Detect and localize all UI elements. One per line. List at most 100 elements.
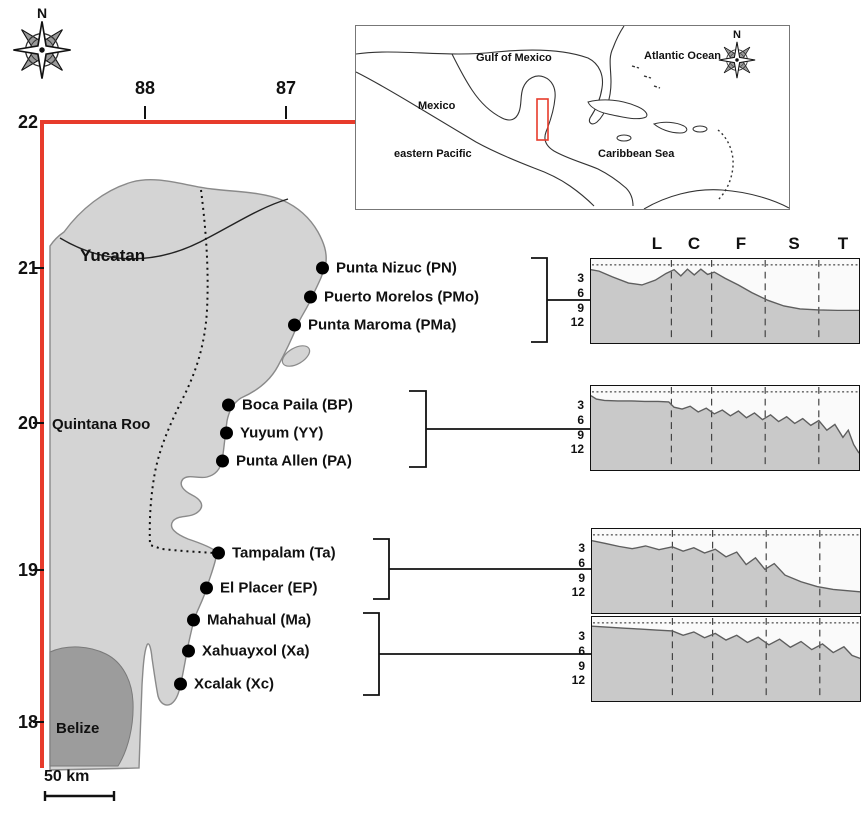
depth-tick: 9 [578,571,585,585]
depth-tick: 9 [578,659,585,673]
profile-chart [592,529,860,613]
profile-chart [591,259,859,343]
site-marker-icon [304,290,317,304]
region-label-yucatan: Yucatan [80,246,146,265]
compass-rose-icon [13,21,71,79]
red-frame-horizontal [40,120,362,124]
profile-panel-tampalam [591,528,861,614]
lon-label-88: 88 [134,78,156,98]
inset-label-caribbean: Caribbean Sea [598,148,675,160]
compass-rose-icon [718,41,756,79]
site-label: Punta Maroma (PMa) [308,316,457,334]
site-label: Tampalam (Ta) [232,544,336,562]
main-compass: N [12,6,72,85]
compass-north-label: N [36,5,48,21]
profile-panel-south [591,616,861,702]
lat-tickmark [33,422,44,424]
depth-tick: 9 [577,428,584,442]
depth-tick: 3 [578,541,585,555]
lon-label-87: 87 [275,78,297,98]
inset-label-pacific: eastern Pacific [394,148,472,160]
site-mahahual: Mahahual (Ma) [187,612,311,629]
site-marker-icon [216,454,229,468]
lat-label-18: 18 [17,712,38,732]
site-el-placer: El Placer (EP) [200,580,318,597]
state-boundary-dotted-line [148,189,216,554]
lat-tickmark [33,569,44,571]
site-xcalak: Xcalak (Xc) [174,676,274,693]
site-marker-icon [182,644,195,658]
depth-tick: 9 [577,301,584,315]
lat-tickmark [33,267,44,269]
depth-axis-ticks: 3 6 9 12 [567,528,587,614]
depth-tick: 6 [578,644,585,658]
site-marker-icon [222,398,235,412]
inset-label-atlantic: Atlantic Ocean [644,50,722,62]
region-label-quintana-roo: Quintana Roo [52,416,151,433]
inset-coastlines-graphic [355,25,790,210]
depth-tick: 6 [577,413,584,427]
belize-shape [49,646,134,767]
depth-tick: 12 [571,585,585,599]
compass-north-label: N [733,29,741,41]
depth-axis-ticks: 3 6 9 12 [566,385,586,471]
profile-chart [592,617,860,701]
site-yuyum: Yuyum (YY) [220,425,323,442]
red-frame-vertical [40,120,44,768]
site-punta-nizuc: Punta Nizuc (PN) [316,260,457,277]
profile-panel-north [590,258,860,344]
depth-tick: 3 [577,398,584,412]
lat-label-20: 20 [17,413,38,433]
zone-header-C: C [687,234,701,253]
lat-tickmark [33,721,44,723]
zone-header-F: F [735,234,747,253]
profile-chart [591,386,859,470]
lon-tickmark [144,106,146,119]
zone-header-L: L [651,234,663,253]
site-boca-paila: Boca Paila (BP) [222,397,353,414]
site-marker-icon [316,261,329,275]
lon-tickmark [285,106,287,119]
inset-compass: N [718,30,756,84]
site-label: Puerto Morelos (PMo) [324,288,480,306]
profile-panel-boca-paila [590,385,860,471]
site-marker-icon [200,581,213,595]
site-label: Punta Allen (PA) [236,452,352,470]
site-punta-allen: Punta Allen (PA) [216,453,352,470]
depth-tick: 12 [571,673,585,687]
site-marker-icon [288,318,301,332]
site-puerto-morelos: Puerto Morelos (PMo) [304,289,479,306]
site-label: Boca Paila (BP) [242,396,353,414]
depth-tick: 12 [570,442,584,456]
inset-label-mexico: Mexico [418,100,456,112]
inset-label-gulf: Gulf of Mexico [476,52,552,64]
zone-header-T: T [837,234,849,253]
site-label: Xcalak (Xc) [194,675,275,693]
study-area-red-box [536,98,549,141]
region-label-belize: Belize [56,720,100,737]
site-label: Punta Nizuc (PN) [336,259,457,277]
site-label: Yuyum (YY) [240,424,324,442]
depth-axis-ticks: 3 6 9 12 [566,258,586,344]
site-label: Mahahual (Ma) [207,611,312,629]
scale-bar [43,791,116,801]
depth-tick: 3 [577,271,584,285]
depth-tick: 12 [570,315,584,329]
depth-axis-ticks: 3 6 9 12 [567,616,587,702]
site-xahuayxol: Xahuayxol (Xa) [182,643,310,660]
lat-label-19: 19 [17,560,38,580]
depth-tick: 3 [578,629,585,643]
site-tampalam: Tampalam (Ta) [212,545,336,562]
lat-label-22: 22 [17,112,38,132]
zone-header-S: S [788,234,800,253]
site-marker-icon [220,426,233,440]
site-marker-icon [174,677,187,691]
depth-tick: 6 [577,286,584,300]
cozumel-island-shape [281,345,311,367]
site-punta-maroma: Punta Maroma (PMa) [288,317,456,334]
lat-label-21: 21 [17,258,38,278]
inset-map: Gulf of Mexico Mexico eastern Pacific At… [355,25,790,210]
site-marker-icon [187,613,200,627]
site-label: Xahuayxol (Xa) [202,642,310,660]
